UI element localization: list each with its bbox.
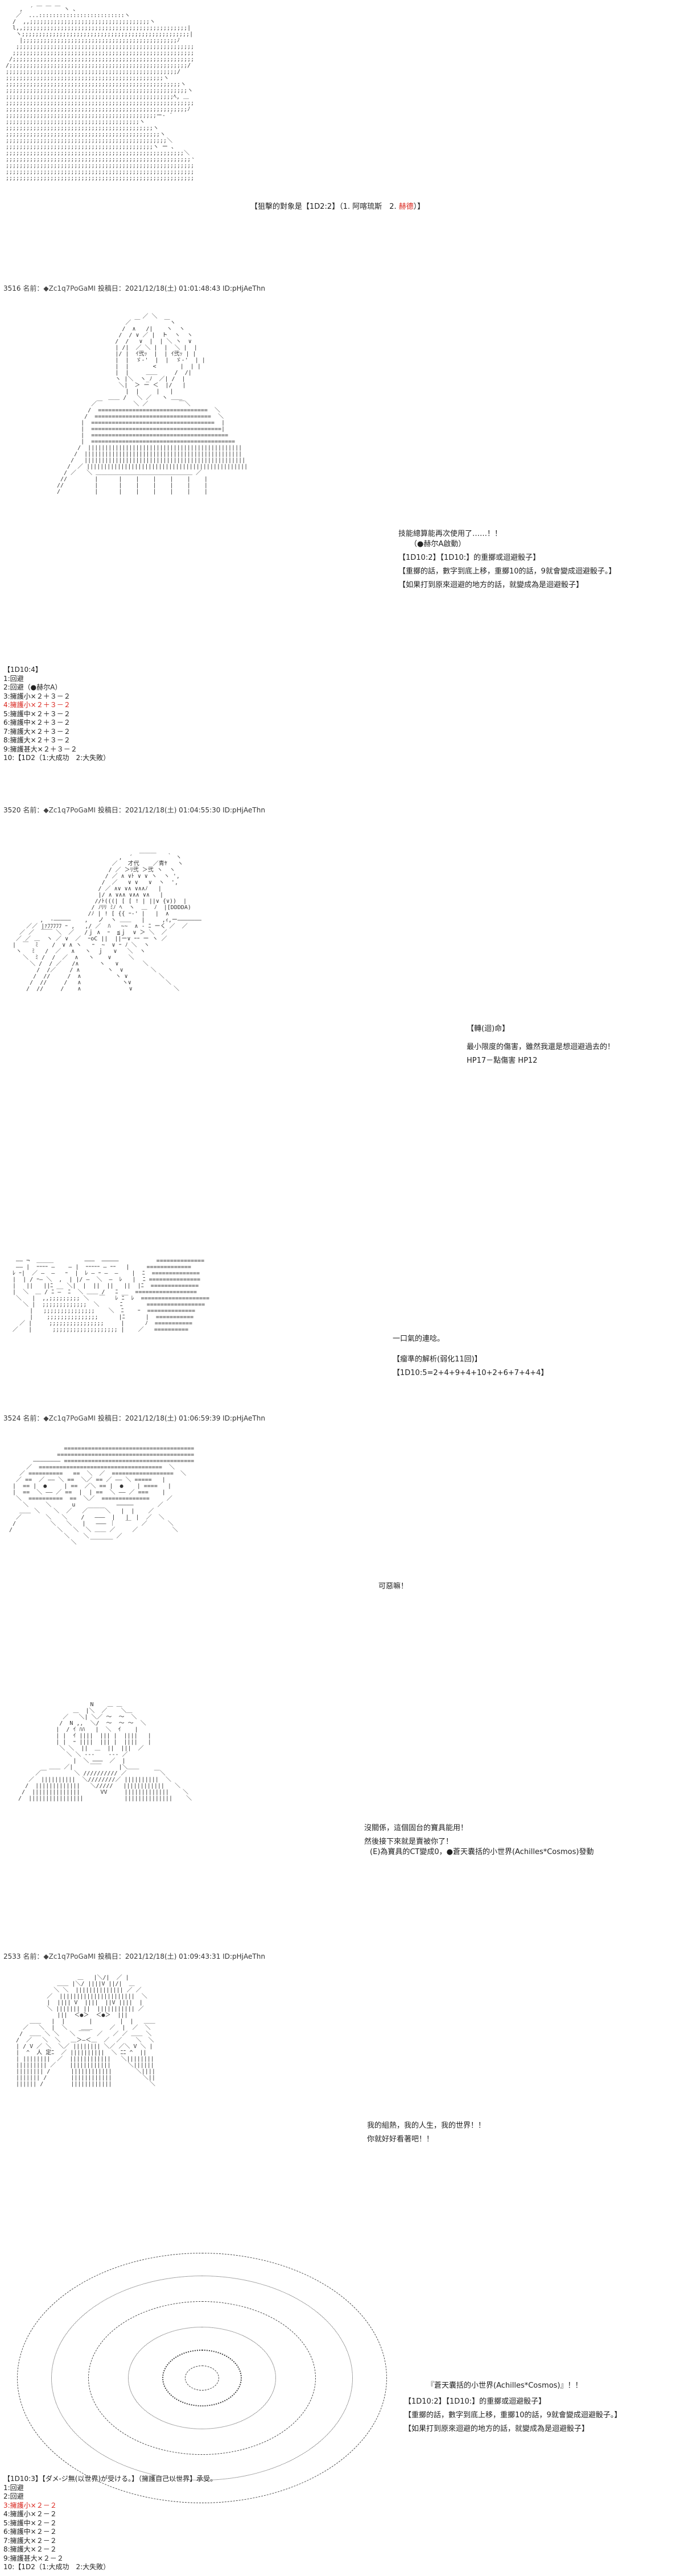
choice-item: 【1D10:4】: [3, 666, 42, 674]
choice-item: 9:擁護甚大×２－２: [3, 2554, 64, 2562]
ascii-art-figure: ―― ¬ ＿＿＿ ――― ――――― ============== ―― | ｰ…: [13, 1258, 210, 1333]
post-number: 3516: [3, 284, 21, 292]
post1-line: 技能總算能再次使用了……！！: [398, 530, 502, 538]
post-number: 2533: [3, 1952, 21, 1960]
choice-list: 【1D10:3】【ダメ-ジ無(以世界)が受ける。】（擁護自己以世界】承受。 1:…: [3, 2475, 217, 2572]
poster-name: 名前：◆Zc1q7PoGaMI: [23, 284, 96, 292]
choice-item: 6:擁護中×２－２: [3, 2528, 57, 2536]
post-number: 3524: [3, 1414, 21, 1422]
choice-item: 10:【1D2（1:大成功 2:大失敗）: [3, 2563, 110, 2571]
choice-item: 7:擁護大×２＋３－２: [3, 727, 71, 736]
post1-line: 【如果打到原來迴避的地方的話，就變成為是迴避骰子】: [398, 581, 584, 589]
ascii-art-figure: ＿ |＼/| ／ | ＿＿ |＼/ ||||V ||/| ＿ ＼ ＼ |||||…: [16, 1975, 155, 2087]
post-date: 投稿日：2021/12/18(土) 01:06:59:39 ID:pHjAeTh…: [97, 1414, 265, 1422]
ascii-art-figure: , ´ ￣ ￣ ￣ ヽ 、 ／ ...:::::::::::::::::::::…: [6, 6, 193, 181]
post2-line: 【轉(迴)命】: [467, 1025, 510, 1033]
post0-text-end: ）】: [413, 203, 425, 211]
choice-item: 3:擁護小×２＋３－２: [3, 692, 71, 700]
choice-item: 2:回避: [3, 2492, 24, 2500]
post-date: 投稿日：2021/12/18(土) 01:04:55:30 ID:pHjAeTh…: [97, 806, 265, 814]
choice-list: 【1D10:4】 1:回避 2:回避（●赫尔A） 3:擁護小×２＋３－２ 4:擁…: [3, 666, 110, 763]
choice-item: 9:擁護甚大×２＋３－２: [3, 745, 77, 753]
ascii-art-figure: N ＿ ＿ ＿ |＼ ／ ＼＿ ／ ＼| ＼／ ～ ～ ＼ / N ,, ＼/ …: [18, 1702, 192, 1802]
post-date: 投稿日：2021/12/18(土) 01:09:43:31 ID:pHjAeTh…: [97, 1952, 265, 1960]
post-header: 2533 名前：◆Zc1q7PoGaMI 投稿日：2021/12/18(土) 0…: [3, 1951, 265, 1961]
post4-line: 【如果打到原來迴避的地方的話，就變成為是迴避骰子】: [404, 2425, 590, 2433]
post0-text: 【狙擊的對象是【1D2:2】（1. 阿喀琉斯 2.: [250, 203, 399, 211]
ascii-art-figure: ／ ＼ ／ ￣ ￣ヽ / ∧ /| ヽ ヽ / / ∨ ／ | ト ヽ ヽ / …: [57, 313, 248, 495]
post3-line: 可惡嘛！: [378, 1582, 409, 1591]
choice-item: 1:回避: [3, 674, 24, 683]
post2-line: 最小限度的傷害，雖然我還是想迴避過去的！: [467, 1043, 615, 1051]
post4-line: 我的組熱，我的人生，我的世界！！: [367, 2121, 486, 2130]
post1-line: 【1D10:2】【1D10:】的重擲或迴避骰子】: [398, 554, 541, 562]
ring-3: [88, 2301, 316, 2455]
choice-item-selected: 4:擁護小×２＋３－２: [3, 701, 71, 709]
post1-line: （●赫尔A啟動）: [410, 540, 466, 548]
choice-item: 2:回避（●赫尔A）: [3, 683, 62, 691]
post4-line: 你就好好看著吧！！: [367, 2135, 434, 2144]
post-date: 投稿日：2021/12/18(土) 01:01:48:43 ID:pHjAeTh…: [97, 284, 265, 292]
choice-item: 5:擁護中×２－２: [3, 2519, 57, 2527]
post3-line: (E)為寶具的CT變成0，●蒼天囊括的小世界(Achilles*Cosmos)發…: [370, 1848, 594, 1856]
choice-item: 7:擁護大×２－２: [3, 2536, 57, 2545]
choice-item-selected: 3:擁護小×２－２: [3, 2501, 57, 2509]
post0-line: 【狙擊的對象是【1D2:2】（1. 阿喀琉斯 2. 赫德）】: [250, 202, 425, 212]
post4-line: 【1D10:2】【1D10:】的重擲或迴避骰子】: [404, 2397, 546, 2406]
post3-line: 沒關係，這個固台的寶具能用！: [364, 1824, 468, 1832]
choice-item: 8:擁護大×２－２: [3, 2545, 57, 2553]
post-header: 3516 名前：◆Zc1q7PoGaMI 投稿日：2021/12/18(土) 0…: [3, 283, 265, 293]
ring-core: [185, 2366, 219, 2391]
post-header: 3520 名前：◆Zc1q7PoGaMI 投稿日：2021/12/18(土) 0…: [3, 805, 265, 815]
post2-text-1: 【轉(迴)命】 最小限度的傷害，雖然我還是想迴避過去的！ HP17－點傷害 HP…: [467, 1024, 615, 1066]
post3-text-1: 可惡嘛！: [378, 1582, 408, 1592]
concentric-ring-art: [17, 2253, 387, 2503]
post-header: 3524 名前：◆Zc1q7PoGaMI 投稿日：2021/12/18(土) 0…: [3, 1413, 265, 1423]
post2-line: 【1D10:5=2+4+9+4+10+2+6+7+4+4】: [393, 1369, 549, 1377]
post1-line: 【重擲的話，數字到底上移，重擲10的話，9就會變成迴避骰子。】: [398, 567, 616, 576]
post2-text-2: 一口氣的連唸。 【瘤準的解析(弱化11回)】 【1D10:5=2+4+9+4+1…: [393, 1334, 548, 1378]
choice-item: 8:擁護大×２＋３－２: [3, 736, 71, 744]
post4-line: 【重擲的話，數字到底上移，重擲10的話，9就會變成迴避骰子。】: [404, 2411, 622, 2420]
choice-item: 6:擁護中×２＋３－２: [3, 719, 71, 726]
ring-4: [128, 2327, 276, 2429]
post3-text-2: 沒關係，這個固台的寶具能用！ 然後接下來就是賣被你了！ (E)為寶具的CT變成0…: [364, 1823, 594, 1857]
post2-line: 【瘤準的解析(弱化11回)】: [393, 1355, 482, 1364]
post-number: 3520: [3, 806, 21, 814]
poster-name: 名前：◆Zc1q7PoGaMI: [23, 1414, 96, 1422]
post2-line: HP17－點傷害 HP12: [467, 1056, 538, 1065]
choice-item: 5:擁護中×２＋３－２: [3, 709, 71, 718]
post3-line: 然後接下來就是賣被你了！: [364, 1838, 454, 1846]
choice-item: 4:擁護小×２－２: [3, 2510, 57, 2518]
poster-name: 名前：◆Zc1q7PoGaMI: [23, 1952, 96, 1960]
ring-2: [51, 2276, 353, 2480]
post4-line: 『蒼天囊括的小世界(Achilles*Cosmos)』！！: [427, 2381, 583, 2390]
ascii-art-figure: ====================================== =…: [9, 1446, 195, 1546]
ascii-art-figure: ＿＿＿ , ´ ｀ ヽ ／ 才代 ／青ﾔ ヽ / ／ ＞ﾘ弐 ＞弐 ヽ ヽ / …: [13, 848, 201, 992]
choice-item: 【1D10:3】【ダメ-ジ無(以世界)が受ける。】（擁護自己以世界】承受。: [3, 2475, 217, 2483]
post4-text-1: 我的組熱，我的人生，我的世界！！ 你就好好看著吧！！: [367, 2121, 485, 2145]
ring-5: [162, 2350, 242, 2406]
post2-line: 一口氣的連唸。: [393, 1335, 445, 1343]
post1-text-1: 技能總算能再次使用了……！！ （●赫尔A啟動） 【1D10:2】【1D10:】的…: [398, 529, 616, 591]
ring-outer: [17, 2253, 387, 2503]
choice-item: 1:回避: [3, 2483, 24, 2492]
post4-text-2: 『蒼天囊括的小世界(Achilles*Cosmos)』！！ 【1D10:2】【1…: [404, 2381, 621, 2434]
poster-name: 名前：◆Zc1q7PoGaMI: [23, 806, 96, 814]
post0-red-text: 赫德: [398, 203, 414, 211]
choice-item: 10:【1D2（1:大成功 2:大失敗）: [3, 754, 110, 762]
